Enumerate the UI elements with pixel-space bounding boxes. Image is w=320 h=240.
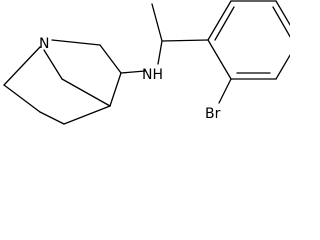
bond-ch2-c4-bridge [61,78,111,107]
ring-double-bond-inner-right [272,6,290,38]
bond-c4-ch2-lower [63,105,111,125]
bond-aryl-br [218,78,232,104]
bond-ch-aryl [161,39,209,42]
bond-c3-c4 [109,72,122,107]
atom-label-nh: NH [142,67,163,83]
bond-nh-ch [157,40,163,65]
atom-label-n: N [39,36,49,52]
ring-bond-c3-c4 [275,53,290,80]
bond-ch-methyl [151,3,163,42]
bond-ch2-ch2-left [3,84,41,113]
bond-ch2-c3 [99,44,122,74]
bond-c3-nh [120,70,146,74]
chemical-structure: N NH Br [3,0,290,125]
linker-bonds [120,3,209,74]
bond-ch2-ch2-bottom [39,111,65,125]
benzene-ring [207,0,290,80]
bond-n-ch2-upper [51,39,101,46]
ring-double-bond-inner-left [214,6,235,41]
ring-bond-c4-c5 [275,0,290,27]
bond-ch2-n-left [3,46,41,86]
bond-n-ch2-bridge [43,49,63,80]
atom-label-br: Br [205,106,221,122]
ring-bond-c6-c1 [207,0,232,41]
ring-bond-c1-c2 [207,39,232,80]
quinuclidine-ring [3,39,122,125]
